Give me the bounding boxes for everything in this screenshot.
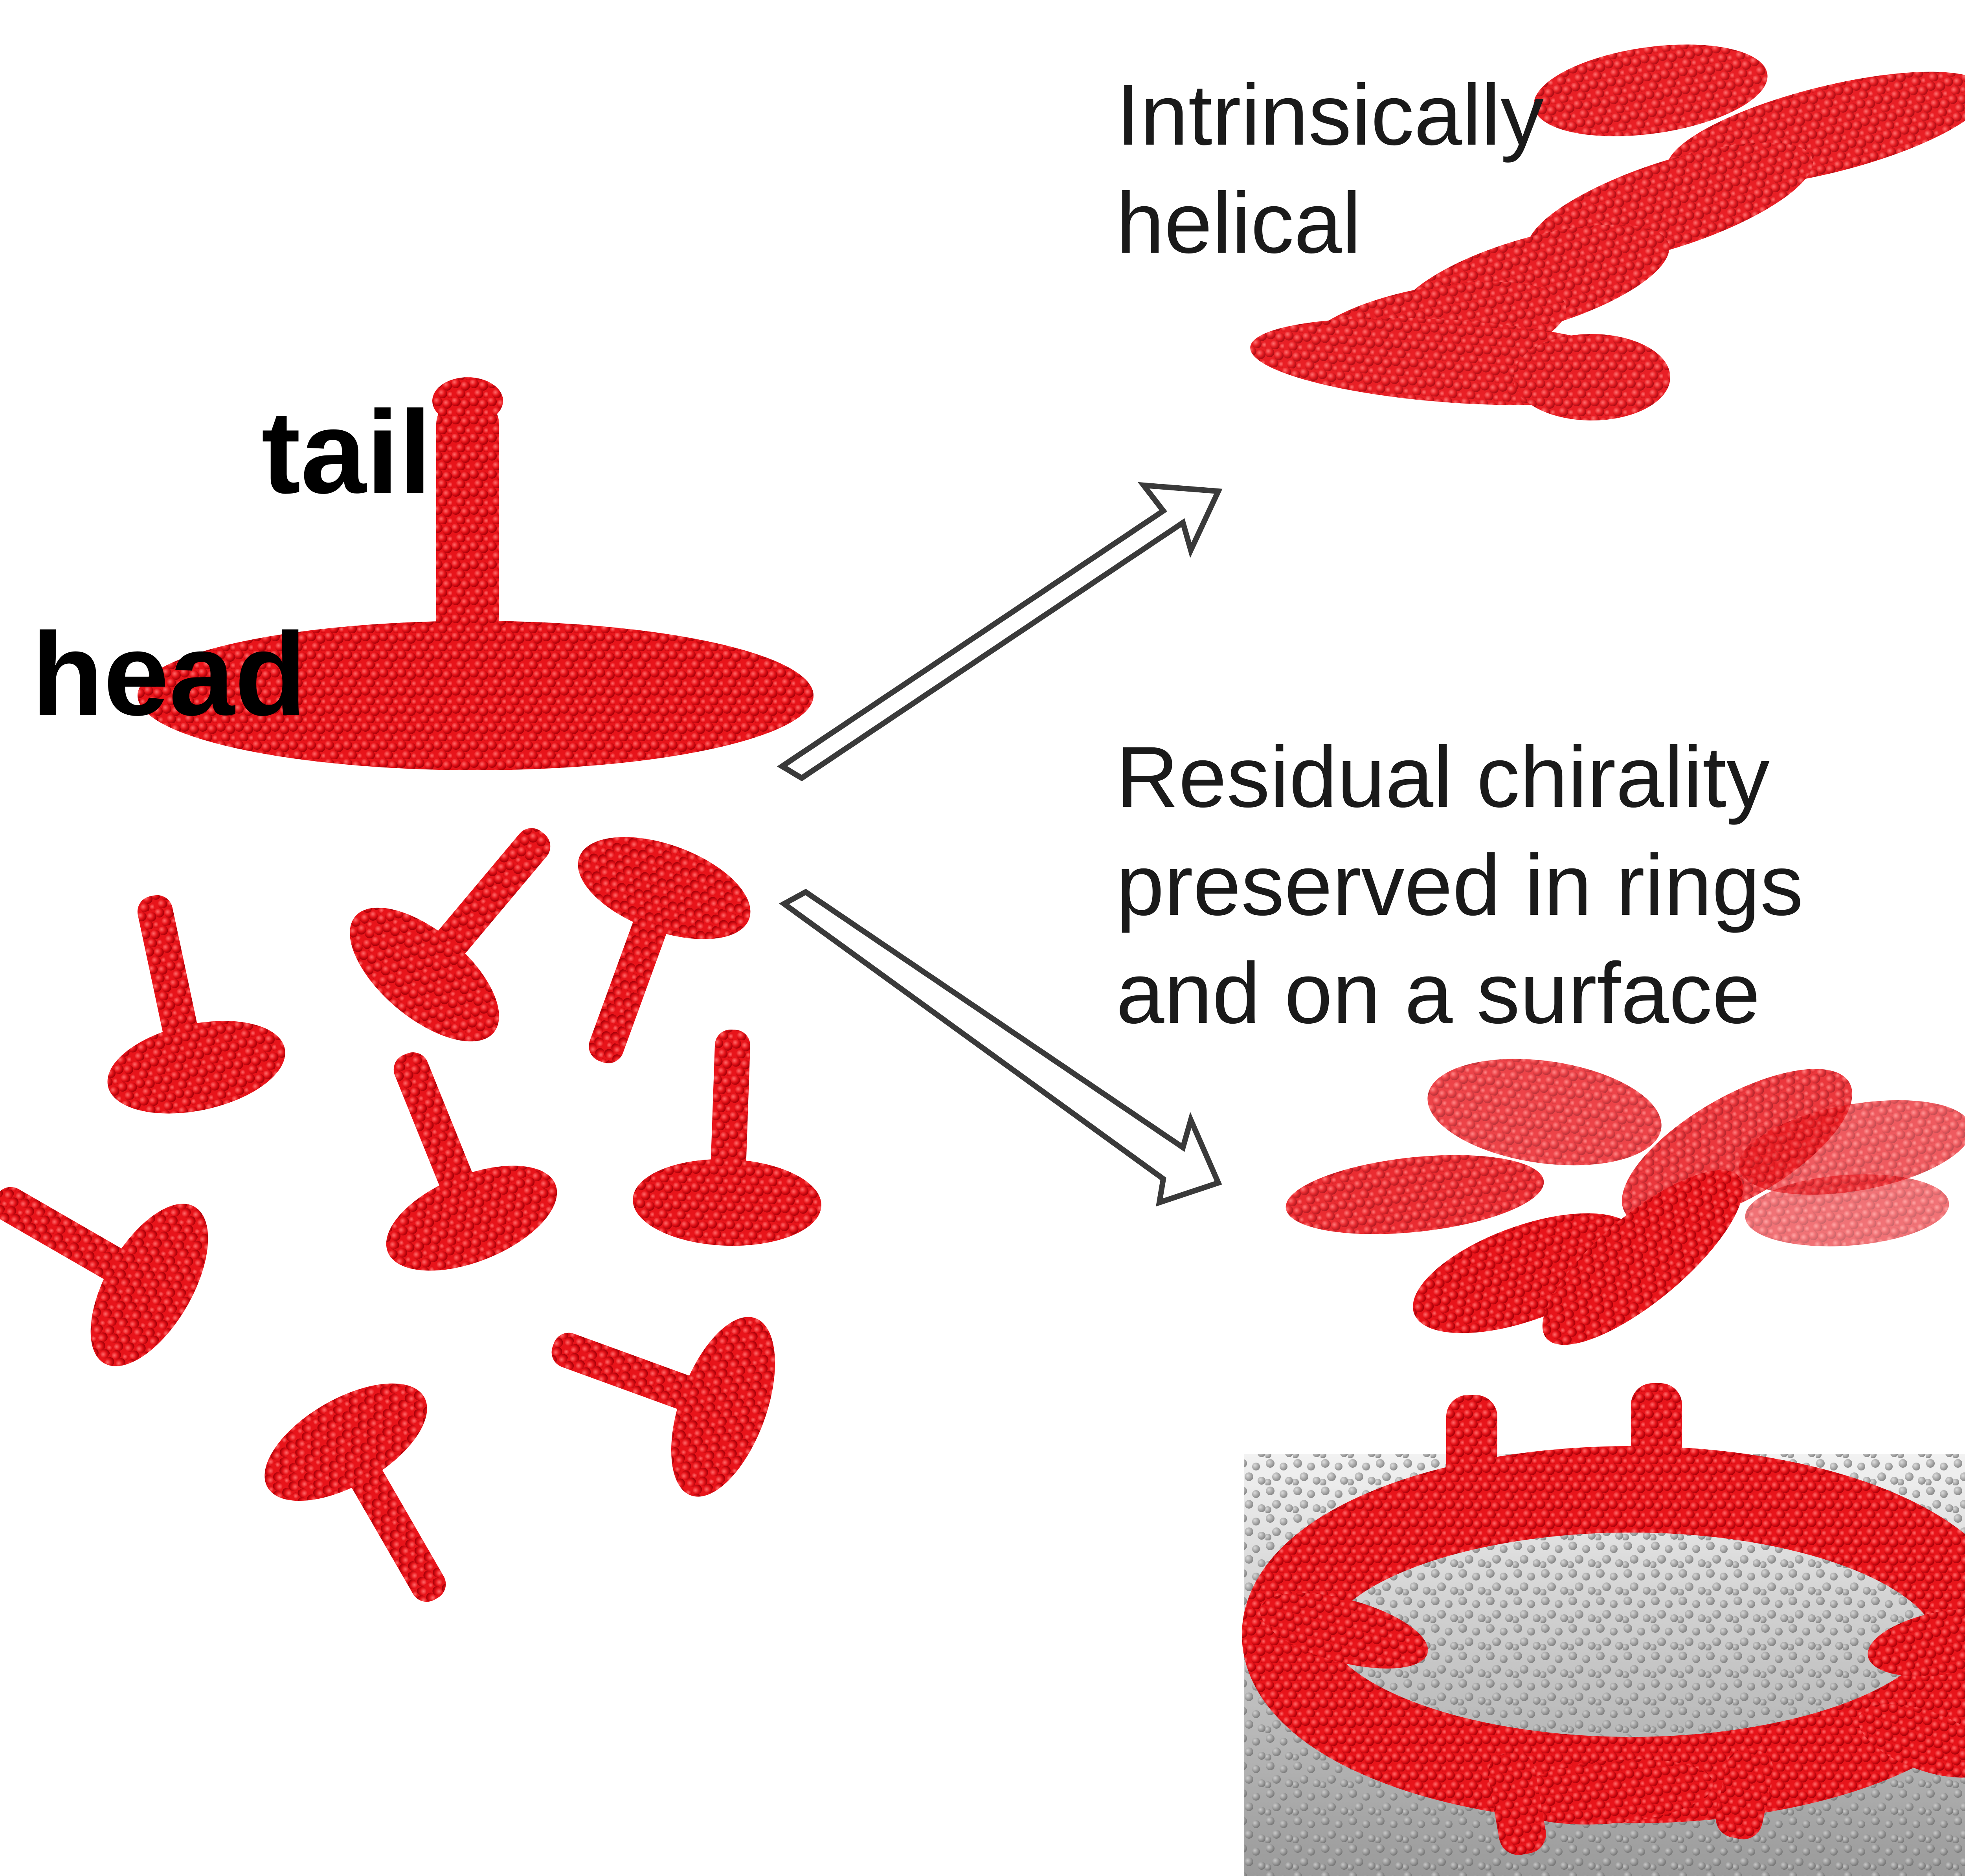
caption-chirality-line-1: Residual chirality: [1116, 729, 1770, 825]
helical-aggregate: [1250, 44, 1965, 420]
caption-chirality: Residual chirality preserved in rings an…: [1116, 723, 1803, 1047]
molecule-small: [264, 1383, 446, 1602]
head-label: head: [31, 608, 307, 740]
molecule-small: [551, 1317, 775, 1497]
molecule-main-tail: [436, 397, 499, 656]
molecule-small: [578, 837, 751, 1063]
molecule-small: [0, 1187, 208, 1366]
molecule-small: [107, 895, 285, 1114]
caption-chirality-line-2: preserved in rings: [1116, 837, 1803, 933]
molecule-small: [633, 1030, 821, 1246]
molecule-main-head: [138, 621, 814, 770]
ring-aggregate: [1286, 1059, 1965, 1345]
molecule-main: [138, 377, 814, 770]
caption-helical-line-2: helical: [1116, 174, 1361, 271]
caption-chirality-line-3: and on a surface: [1116, 945, 1760, 1041]
arrow-up: [777, 482, 1223, 782]
arrow-down: [779, 888, 1222, 1207]
molecule-main-tail-tip: [432, 377, 503, 424]
molecule-small: [386, 1052, 557, 1271]
caption-helical: Intrinsically helical: [1116, 61, 1544, 277]
caption-helical-line-1: Intrinsically: [1116, 66, 1544, 163]
molecule-cluster: [0, 828, 821, 1602]
molecule-small: [350, 828, 551, 1042]
tail-label: tail: [261, 386, 432, 518]
surface-ring: [1242, 1383, 1965, 1876]
